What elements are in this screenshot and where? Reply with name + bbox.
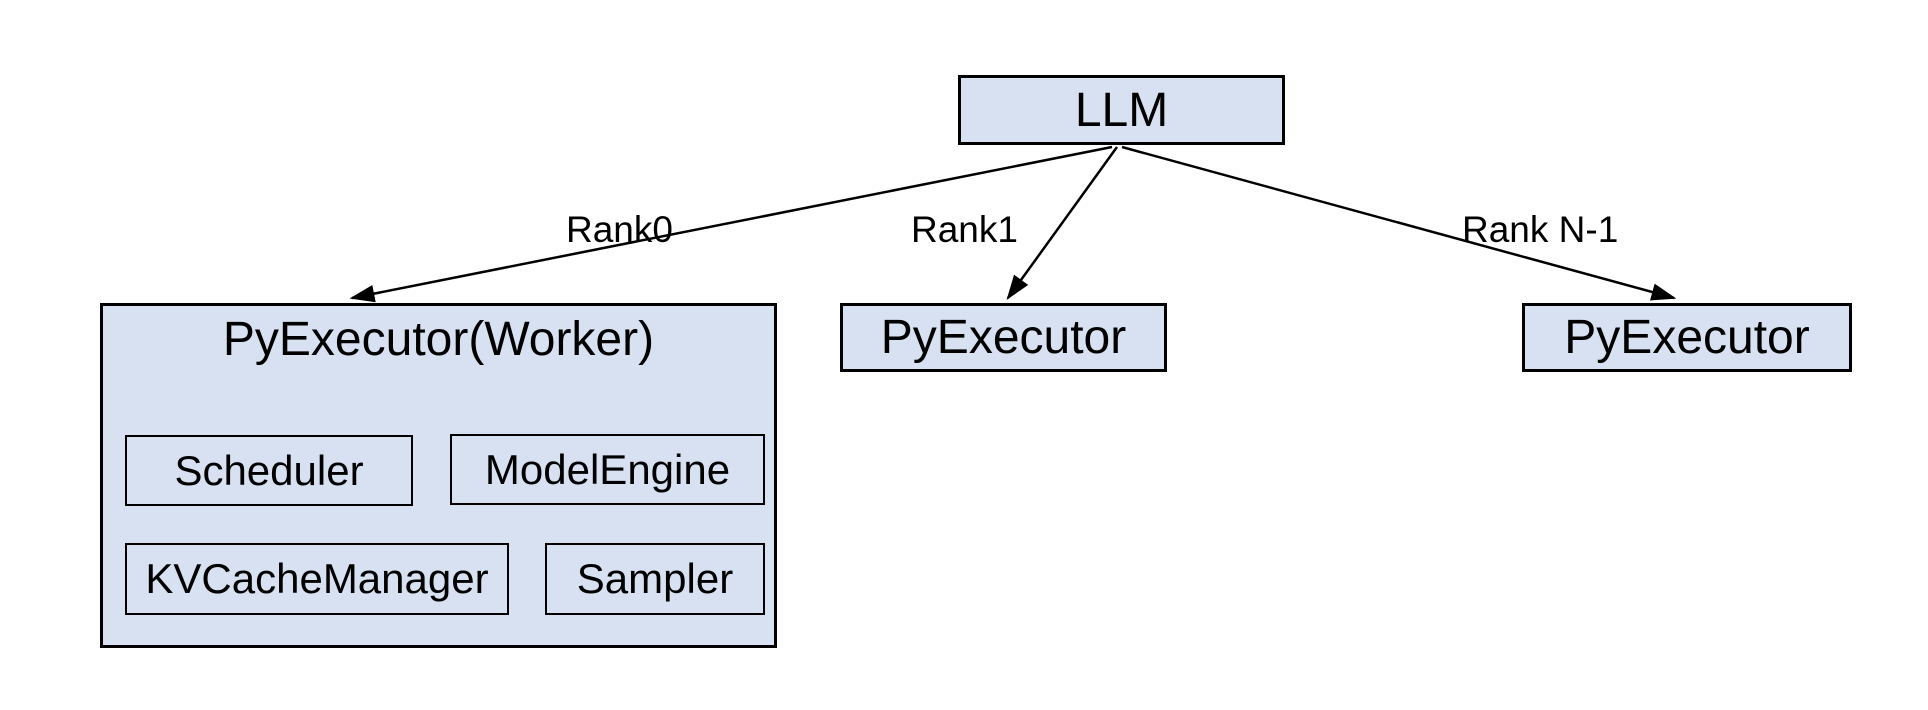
scheduler-label: Scheduler: [174, 446, 364, 494]
modelengine-label: ModelEngine: [484, 445, 731, 493]
pyexecutor-rank-n-1-label: PyExecutor: [1564, 311, 1810, 364]
edge-label-rank1: Rank1: [911, 209, 1018, 250]
pyexecutor-rank1-label: PyExecutor: [880, 311, 1127, 364]
edge-label-rank0: Rank0: [566, 209, 673, 250]
llm-box-label: LLM: [1074, 83, 1169, 137]
edge-rank-n-1: [1121, 145, 1677, 301]
llm-box: LLM: [958, 75, 1285, 145]
edge-rank0: [349, 145, 1113, 303]
kvcachemanager-label: KVCacheManager: [145, 555, 489, 602]
edge-label-rank-n-1: Rank N-1: [1462, 209, 1619, 250]
edge-rank1: [1006, 146, 1119, 301]
pyexecutor-rank1-box: PyExecutor: [840, 303, 1167, 372]
kvcachemanager-box: KVCacheManager: [125, 543, 509, 615]
scheduler-box: Scheduler: [125, 435, 413, 506]
sampler-label: Sampler: [576, 555, 734, 602]
sampler-box: Sampler: [545, 543, 765, 615]
pyexecutor-worker-title: PyExecutor(Worker): [222, 313, 655, 366]
pyexecutor-rank-n-1-box: PyExecutor: [1522, 303, 1852, 372]
pyexecutor-worker-box: PyExecutor(Worker) Scheduler ModelEngine…: [100, 303, 777, 648]
modelengine-box: ModelEngine: [450, 434, 765, 505]
